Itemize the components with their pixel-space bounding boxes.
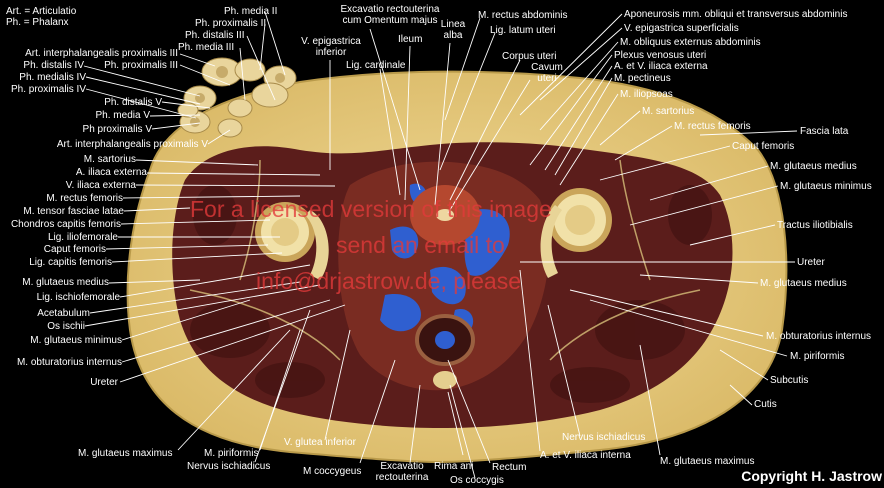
- label-tractus-iliotibialis: Tractus iliotibialis: [777, 220, 853, 231]
- label-ureter-l: Ureter: [90, 377, 118, 388]
- label-ph-proximalis-v: Ph proximalis V: [82, 124, 152, 135]
- watermark-line-2: send an email to: [336, 232, 505, 258]
- label-v-iliaca-externa: V. iliaca externa: [65, 180, 136, 191]
- label-m-obliquus-externus: M. obliquus externus abdominis: [620, 37, 761, 48]
- label-m-sartorius-l: M. sartorius: [83, 154, 136, 165]
- label-ph-distalis-iii: Ph. distalis III: [185, 30, 245, 41]
- label-m-obturatorius-internus-l: M. obturatorius internus: [16, 357, 122, 368]
- label-ph-distalis-iv: Ph. distalis IV: [23, 60, 84, 71]
- femoral-heads: [255, 188, 612, 262]
- label-corpus-uteri: Corpus uteri: [502, 51, 557, 62]
- label-art-interphalangealis-iii: Art. interphalangealis proximalis III: [25, 48, 178, 59]
- label-m-piriformis-r: M. piriformis: [790, 351, 845, 362]
- label-a-v-iliaca-interna: A. et V. iliaca interna: [540, 450, 631, 461]
- label-m-glutaeus-medius-r1: M. glutaeus medius: [770, 161, 857, 172]
- os-coccygis: [433, 371, 457, 389]
- label-fascia-lata: Fascia lata: [800, 126, 849, 137]
- label-cutis: Cutis: [754, 399, 777, 410]
- label-m-glutaeus-minimus-r: M. glutaeus minimus: [780, 181, 872, 192]
- label-m-rectus-abdominis: M. rectus abdominis: [478, 10, 568, 21]
- label-chondros-capitis-femoris: Chondros capitis femoris: [10, 219, 121, 230]
- label-v-epigastrica-superficialis: V. epigastrica superficialis: [624, 23, 739, 34]
- label-ph-proximalis-iv: Ph. proximalis IV: [10, 84, 86, 95]
- label-os-ischii: Os ischii: [47, 321, 85, 332]
- label-ureter-r: Ureter: [797, 257, 825, 268]
- label-lig-latum-uteri: Lig. latum uteri: [490, 25, 556, 36]
- label-acetabulum: Acetabulum: [37, 308, 90, 319]
- label-caput-femoris-l: Caput femoris: [43, 244, 106, 255]
- watermark-line-3: info@drjastrow.de, please: [256, 268, 521, 294]
- legend-phalanx: Ph. = Phalanx: [6, 17, 69, 28]
- label-plexus-venosus-uteri: Plexus venosus uteri: [614, 50, 707, 61]
- copyright: Copyright H. Jastrow: [741, 468, 882, 484]
- label-v-glutea-inferior: V. glutea inferior: [284, 437, 356, 448]
- label-m-glutaeus-maximus-l: M. glutaeus maximus: [78, 448, 173, 459]
- label-m-glutaeus-medius-r2: M. glutaeus medius: [760, 278, 847, 289]
- label-ph-distalis-v: Ph. distalis V: [104, 97, 162, 108]
- label-m-glutaeus-medius-l: M. glutaeus medius: [22, 277, 109, 288]
- label-a-iliaca-externa: A. iliaca externa: [75, 167, 147, 178]
- label-m-obturatorius-internus-r: M. obturatorius internus: [766, 331, 872, 342]
- label-aponeurosis: Aponeurosis mm. obliqui et transversus a…: [624, 9, 848, 20]
- label-m-rectus-femoris-l: M. rectus femoris: [46, 193, 123, 204]
- label-lig-cardinale: Lig. cardinale: [346, 60, 406, 71]
- label-ph-media-ii: Ph. media II: [224, 6, 278, 17]
- label-m-glutaeus-maximus-r: M. glutaeus maximus: [660, 456, 755, 467]
- label-ph-media-iii: Ph. media III: [178, 42, 235, 53]
- label-m-sartorius-r: M. sartorius: [642, 106, 695, 117]
- label-ph-proximalis-ii: Ph. proximalis II: [195, 18, 267, 29]
- label-nervus-ischiadicus-l: Nervus ischiadicus: [187, 461, 271, 472]
- label-nervus-ischiadicus-r: Nervus ischiadicus: [562, 432, 646, 443]
- label-m-tensor-fasciae-latae: M. tensor fasciae latae: [23, 206, 124, 217]
- label-subcutis: Subcutis: [770, 375, 809, 386]
- label-m-piriformis-l: M. piriformis: [204, 448, 259, 459]
- label-rectum: Rectum: [492, 462, 527, 473]
- label-ph-proximalis-iii: Ph. proximalis III: [104, 60, 178, 71]
- label-m-coccygeus: M coccygeus: [303, 466, 362, 477]
- label-art-interphalangealis-v: Art. interphalangealis proximalis V: [56, 139, 208, 150]
- legend-articulatio: Art. = Articulatio: [6, 6, 77, 17]
- label-m-rectus-femoris-r: M. rectus femoris: [674, 121, 751, 132]
- label-m-glutaeus-minimus-l: M. glutaeus minimus: [30, 335, 122, 346]
- label-a-v-iliaca-externa: A. et V. iliaca externa: [614, 61, 708, 72]
- label-ph-media-v: Ph. media V: [95, 110, 150, 121]
- blue-spaces: [380, 183, 510, 333]
- watermark-line-1: For a licensed version of this image: [190, 196, 552, 222]
- label-m-pectineus: M. pectineus: [614, 73, 671, 84]
- label-m-iliopsoas: M. iliopsoas: [620, 89, 673, 100]
- label-rima-ani: Rima ani: [434, 461, 474, 472]
- label-ileum: Ileum: [398, 34, 423, 45]
- label-os-coccygis: Os coccygis: [450, 475, 504, 486]
- leader-lines: [83, 11, 798, 479]
- label-lig-iliofemorale: Lig. iliofemorale: [47, 232, 118, 243]
- label-ph-medialis-iv: Ph. medialis IV: [19, 72, 86, 83]
- label-caput-femoris-r: Caput femoris: [732, 141, 795, 152]
- label-lig-ischiofemorale: Lig. ischiofemorale: [36, 292, 120, 303]
- label-lig-capitis-femoris: Lig. capitis femoris: [29, 257, 112, 268]
